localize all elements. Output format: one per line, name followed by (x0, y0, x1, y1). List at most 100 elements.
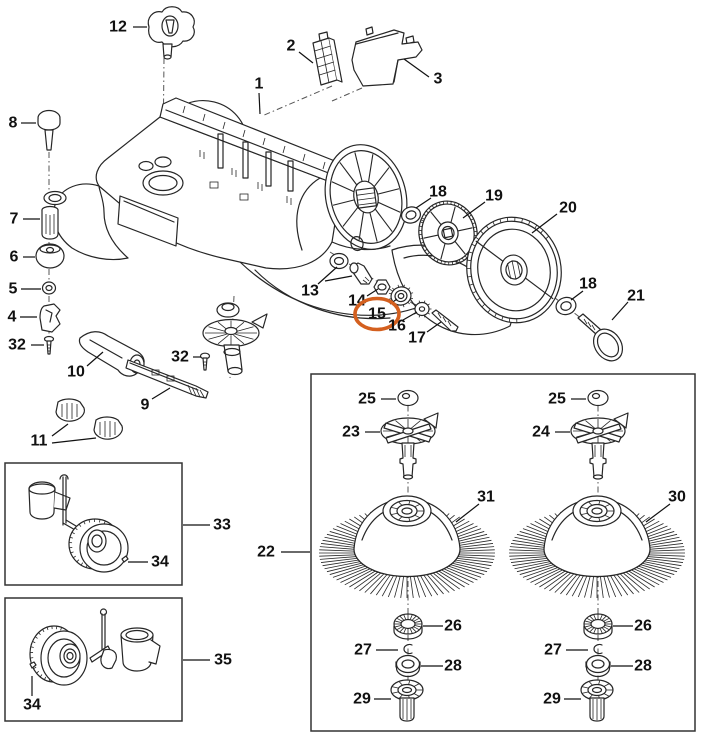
part-label-26[interactable]: 26 (634, 618, 652, 635)
part-11-clips (55, 398, 123, 440)
part-label-33[interactable]: 33 (213, 517, 231, 534)
box-35-contents (29, 608, 161, 686)
part-label-31[interactable]: 31 (477, 489, 495, 506)
part-2-cartridge (312, 31, 343, 86)
part-14-nut (373, 279, 391, 295)
highlight-circle-part-15 (353, 296, 401, 332)
part-label-12[interactable]: 12 (109, 19, 127, 36)
part-label-29[interactable]: 29 (543, 691, 561, 708)
part-label-30[interactable]: 30 (668, 489, 686, 506)
part-label-23[interactable]: 23 (342, 424, 360, 441)
part-label-24[interactable]: 24 (532, 424, 550, 441)
part-label-4[interactable]: 4 (8, 309, 17, 326)
part-label-34[interactable]: 34 (23, 697, 41, 714)
part-label-28[interactable]: 28 (444, 658, 462, 675)
part-label-32[interactable]: 32 (8, 337, 26, 354)
leader-line-part-16 (402, 311, 418, 321)
part-label-3[interactable]: 3 (434, 71, 443, 88)
part-label-10[interactable]: 10 (67, 364, 85, 381)
leader-line-part-20 (531, 213, 558, 234)
leader-line-part-11 (51, 437, 97, 444)
leader-line-part-13 (317, 266, 338, 285)
part-label-34[interactable]: 34 (151, 554, 169, 571)
part-34-screw-box35 (29, 661, 37, 669)
part-12-star-knob (147, 6, 195, 60)
part-label-22[interactable]: 22 (257, 544, 275, 561)
leader-line-part-18 (570, 290, 584, 301)
part-4-clip (39, 303, 61, 333)
part-label-9[interactable]: 9 (141, 397, 150, 414)
part-16-gear (412, 300, 432, 318)
part-label-18[interactable]: 18 (429, 184, 447, 201)
inset-box-22 (310, 373, 696, 732)
part-7-sleeve (41, 205, 59, 240)
rail-ticks (182, 105, 326, 170)
part-label-19[interactable]: 19 (485, 188, 503, 205)
part-3-deflector (351, 26, 423, 87)
part-label-21[interactable]: 21 (627, 288, 645, 305)
part-label-16[interactable]: 16 (388, 318, 406, 335)
part-label-25[interactable]: 25 (548, 391, 566, 408)
part-32-screw-right (199, 352, 211, 371)
leader-line-part-31 (455, 503, 480, 523)
leader-line-part-14 (366, 288, 379, 297)
leader-line-part-13 (324, 275, 353, 282)
brush-assembly-column-left (319, 389, 495, 722)
part-label-2[interactable]: 2 (287, 38, 296, 55)
part-19-gear-wheel (418, 200, 478, 266)
part-5-nut (41, 281, 57, 295)
part-label-17[interactable]: 17 (408, 330, 426, 347)
leader-line-part-3 (403, 58, 430, 78)
hub-wheel (324, 144, 408, 252)
leader-line-part-2 (298, 51, 314, 64)
part-label-18[interactable]: 18 (579, 276, 597, 293)
part-label-14[interactable]: 14 (348, 293, 366, 310)
leader-line-part-1 (258, 92, 261, 115)
part-17-pin (431, 309, 459, 332)
box33-wheel-tread (68, 518, 115, 569)
leader-line-part-10 (86, 351, 104, 367)
part-label-7[interactable]: 7 (10, 211, 19, 228)
part-label-27[interactable]: 27 (354, 642, 372, 659)
part-label-13[interactable]: 13 (301, 283, 319, 300)
underdeck-rotor-spokes (205, 320, 257, 346)
part-label-27[interactable]: 27 (544, 642, 562, 659)
part-34-screw-box33 (121, 555, 129, 563)
part-32-screw-left (43, 335, 55, 355)
c-ring (403, 643, 413, 655)
part-label-5[interactable]: 5 (9, 281, 18, 298)
part-label-32[interactable]: 32 (171, 349, 189, 366)
leader-line-part-30 (645, 503, 671, 523)
bearing-texture (394, 614, 422, 634)
part-20-wheel (466, 216, 562, 324)
inset-box-33 (4, 462, 183, 586)
part-6-drum (35, 243, 65, 269)
leader-line-part-21 (611, 301, 629, 321)
part-label-29[interactable]: 29 (353, 691, 371, 708)
underdeck-rotor (202, 302, 268, 376)
part-8-knob-bolt (37, 109, 61, 151)
box-33-contents (28, 474, 129, 573)
part-label-6[interactable]: 6 (10, 249, 19, 266)
part-label-1[interactable]: 1 (255, 76, 264, 93)
part-label-20[interactable]: 20 (559, 200, 577, 217)
part-label-35[interactable]: 35 (214, 652, 232, 669)
part-label-26[interactable]: 26 (444, 618, 462, 635)
part-label-25[interactable]: 25 (358, 391, 376, 408)
leader-line-part-11 (51, 423, 69, 437)
part-19-spokes (423, 206, 473, 260)
part-label-8[interactable]: 8 (9, 115, 18, 132)
part-label-28[interactable]: 28 (634, 658, 652, 675)
part-21-axle-bolt (577, 313, 624, 362)
hub-wheel-spokes (331, 152, 401, 242)
part-18-bushing-left (400, 206, 422, 224)
leader-line-part-17 (426, 321, 442, 333)
part-15-sprocket (388, 284, 414, 308)
part-label-15[interactable]: 15 (368, 306, 386, 323)
leader-line-part-19 (462, 201, 486, 219)
deck-detail-ticks (199, 150, 292, 205)
part-label-11[interactable]: 11 (31, 433, 48, 450)
